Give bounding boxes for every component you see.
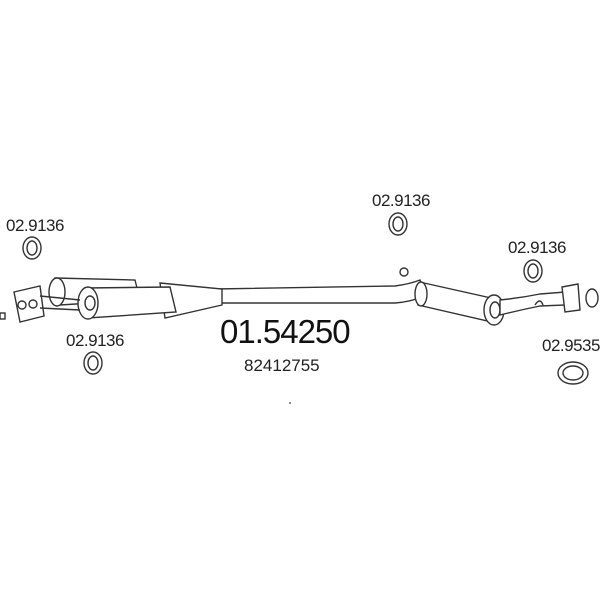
main-part-number: 01.54250 (220, 313, 350, 350)
dot (289, 402, 291, 404)
pipe-end (585, 288, 599, 308)
rear-flange (561, 283, 581, 313)
part-label: 02.9136 (66, 331, 124, 350)
hanger (399, 267, 409, 277)
oem-number: 82412755 (244, 356, 320, 375)
part-label: 02.9136 (6, 216, 64, 235)
part-label: 02.9535 (542, 336, 600, 355)
exhaust-assembly (0, 267, 599, 326)
middle-pipe (214, 279, 426, 304)
rear-hanger (534, 300, 544, 306)
tail-pipe (499, 291, 567, 316)
part-label: 02.9136 (508, 238, 566, 257)
part-label: 02.9136 (372, 191, 430, 210)
